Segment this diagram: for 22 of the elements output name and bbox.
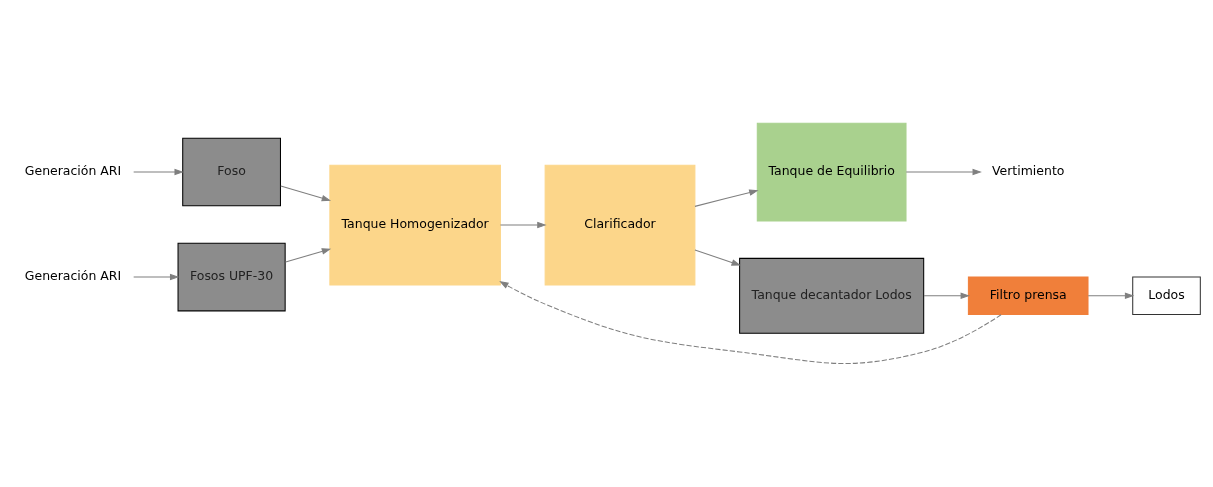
arrow xyxy=(499,281,1002,365)
arrow xyxy=(1087,292,1135,300)
arrow xyxy=(923,292,970,300)
node-box: Clarificador xyxy=(544,164,696,286)
arrow xyxy=(133,168,184,176)
node-box: Lodos xyxy=(1132,276,1201,316)
node-box: Filtro prensa xyxy=(967,276,1089,316)
node-box: Tanque de Equilibrio xyxy=(756,122,907,222)
arrow xyxy=(499,221,547,229)
node-box: Foso xyxy=(182,137,281,207)
arrow xyxy=(905,168,982,176)
arrow xyxy=(285,248,332,263)
node-box: Tanque decantador Lodos xyxy=(739,257,925,334)
node-text: Generación ARI xyxy=(24,163,122,179)
node-box: Fosos UPF-30 xyxy=(177,242,286,312)
arrow xyxy=(694,249,741,266)
node-box: Tanque Homogenizador xyxy=(329,164,501,286)
arrow xyxy=(133,273,180,281)
node-text: Generación ARI xyxy=(24,268,122,284)
arrow xyxy=(280,185,332,202)
node-text: Vertimiento xyxy=(992,163,1065,179)
arrow xyxy=(694,189,759,207)
